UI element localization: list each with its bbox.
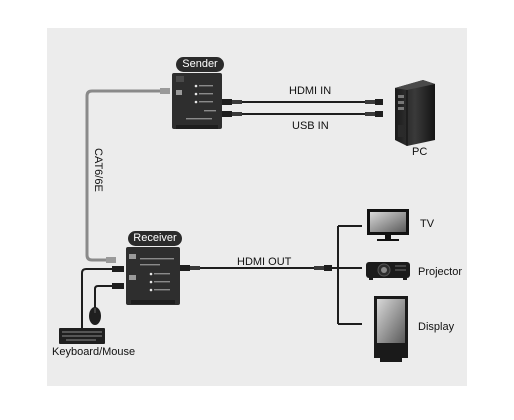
usb-in-cable (222, 111, 383, 117)
output-branches (332, 225, 362, 325)
keyboard-icon (59, 328, 105, 344)
hdmi-out-label: HDMI OUT (237, 256, 292, 268)
cat6-label: CAT6/6E (92, 148, 104, 192)
receiver-device (126, 247, 180, 305)
display-label: Display (418, 321, 455, 333)
hdmi-in-label: HDMI IN (289, 85, 332, 97)
usb-cable-keyboard (81, 266, 124, 330)
sender-tag: Sender (176, 57, 224, 72)
receiver-tag: Receiver (128, 231, 182, 246)
pc-tower-icon (395, 80, 435, 146)
projector-icon (366, 262, 410, 280)
projector-label: Projector (418, 266, 463, 278)
keyboard-mouse-label: Keyboard/Mouse (52, 346, 136, 358)
display-kiosk-icon (374, 296, 408, 362)
usb-in-label: USB IN (292, 120, 329, 132)
hdmi-out-cable (180, 265, 332, 271)
pc-label: PC (412, 146, 428, 158)
sender-device (172, 73, 222, 129)
mouse-icon (89, 307, 101, 325)
usb-cable-mouse (94, 283, 124, 312)
cat6-cable (85, 88, 170, 263)
tv-label: TV (420, 218, 435, 230)
tv-icon (367, 209, 409, 241)
hdmi-in-cable (222, 99, 383, 105)
